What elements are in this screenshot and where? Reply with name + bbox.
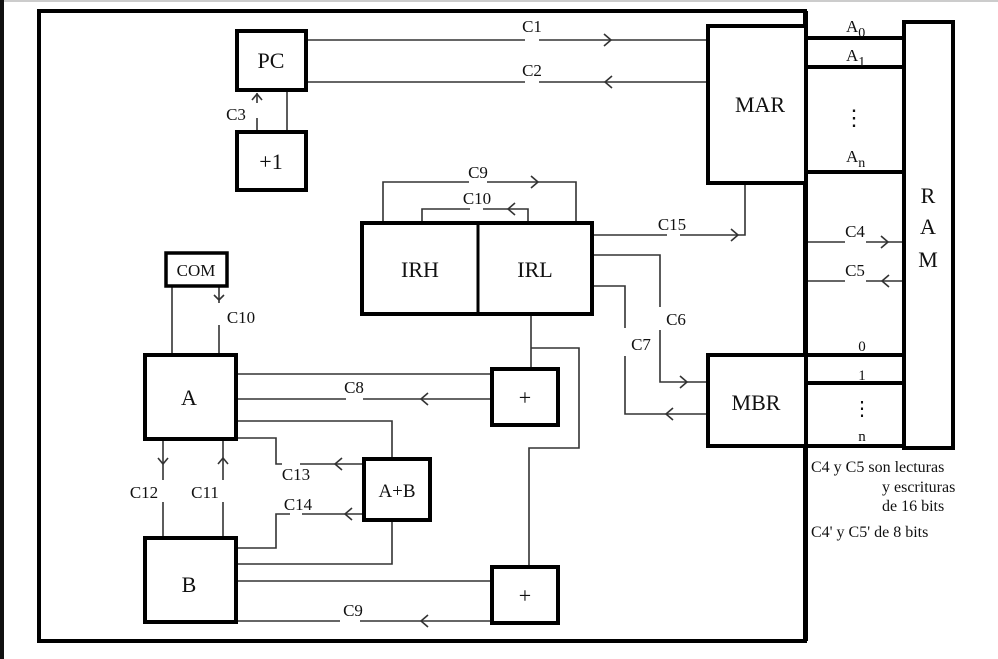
signal-labels: C1 C2 C3 C9 C10 C15 C6 C7 C8 C10 C12 C11… <box>130 17 866 620</box>
note-line-3: de 16 bits <box>882 498 944 515</box>
arrow-c5-icon <box>880 274 890 288</box>
signal-c6: C6 <box>666 310 686 329</box>
alu: A+B <box>362 457 432 522</box>
signal-c4: C4 <box>845 222 865 241</box>
signal-c12: C12 <box>130 483 158 502</box>
wire-irl-adder-bottom <box>528 347 580 567</box>
arrow-c13-icon <box>333 457 343 471</box>
ram: R A M <box>902 20 955 450</box>
signal-c11: C11 <box>191 483 219 502</box>
signal-c8: C8 <box>344 378 364 397</box>
pc-label: PC <box>258 48 285 73</box>
com-block: COM <box>164 251 229 288</box>
signal-c14: C14 <box>284 495 313 514</box>
wire-b-alu <box>237 520 393 565</box>
note-line-1: C4 y C5 son lecturas <box>811 459 944 476</box>
register-a-label: A <box>181 385 197 410</box>
arrow-c2-icon <box>603 75 613 89</box>
signal-c9-b: C9 <box>343 601 363 620</box>
wire-c10-ir-a <box>421 208 470 222</box>
arrow-c3-icon <box>251 92 263 101</box>
signal-c3: C3 <box>226 105 246 124</box>
wire-c6-a <box>592 254 661 307</box>
signal-c5: C5 <box>845 261 865 280</box>
arrow-c14-icon <box>343 507 353 521</box>
register-a: A <box>143 353 238 441</box>
note-line-2: y escrituras <box>882 479 955 496</box>
arrow-c8-icon <box>419 392 429 406</box>
com-label: COM <box>177 261 216 280</box>
adder-bottom-label: + <box>519 583 531 608</box>
ram-letter-r: R <box>921 183 936 208</box>
data-bit-n: n <box>858 429 866 445</box>
address-a1: A1 <box>846 46 865 70</box>
wires <box>157 33 902 628</box>
wire-c9-ir-a <box>382 181 469 222</box>
mbr-register: MBR <box>706 353 808 448</box>
arrow-c1-icon <box>603 33 613 47</box>
wire-c14-a <box>237 513 290 549</box>
signal-c1: C1 <box>522 17 542 36</box>
address-bus-labels: A0 A1 ⋮ An <box>843 17 865 171</box>
wire-c15-b <box>680 185 746 236</box>
arrow-c6-icon <box>679 375 689 389</box>
data-dots: ⋮ <box>852 398 872 420</box>
register-b-label: B <box>182 572 197 597</box>
note-line-4: C4' y C5' de 8 bits <box>811 524 928 541</box>
alu-label: A+B <box>378 481 415 502</box>
arrow-c15-icon <box>730 228 740 242</box>
signal-c7: C7 <box>631 335 651 354</box>
signal-c9-ir: C9 <box>468 163 488 182</box>
address-a0: A0 <box>846 17 865 41</box>
signal-c2: C2 <box>522 61 542 80</box>
adder-bottom: + <box>490 565 560 625</box>
signal-c10-ir: C10 <box>463 189 491 208</box>
irh-label: IRH <box>401 257 439 282</box>
signal-c15: C15 <box>658 215 686 234</box>
mbr-label: MBR <box>732 390 781 415</box>
ram-letter-a: A <box>920 214 936 239</box>
notes: C4 y C5 son lecturas y escrituras de 16 … <box>811 459 955 541</box>
address-dots: ⋮ <box>843 105 865 130</box>
instruction-register: IRH IRL <box>360 221 594 316</box>
adder-top-label: + <box>519 385 531 410</box>
wire-a-alu <box>237 420 393 459</box>
signal-c13: C13 <box>282 465 310 484</box>
incrementer-label: +1 <box>259 149 282 174</box>
window-edge <box>0 0 4 659</box>
arrow-c12-icon <box>157 457 169 466</box>
incrementer: +1 <box>235 130 308 192</box>
wire-c9-ir-b <box>487 181 577 222</box>
wire-c13-a <box>237 437 282 465</box>
signal-c10-com: C10 <box>227 308 255 327</box>
register-b: B <box>143 536 238 624</box>
wire-c6-b <box>659 330 708 383</box>
arrow-c10-ir-icon <box>506 202 516 216</box>
mar-register: MAR <box>706 24 808 185</box>
arrow-c9-ir-icon <box>530 175 540 189</box>
data-bus-labels: 0 1 ⋮ n <box>852 339 872 445</box>
adder-top: + <box>490 367 560 427</box>
pc-register: PC <box>235 29 308 92</box>
arrow-c7-icon <box>664 407 674 421</box>
data-bit-0: 0 <box>858 339 866 355</box>
ram-letter-m: M <box>918 247 938 272</box>
mar-label: MAR <box>735 92 785 117</box>
arrow-c9-b-icon <box>419 614 429 628</box>
wire-c10-ir-b <box>483 208 529 222</box>
data-bit-1: 1 <box>858 368 866 384</box>
arrow-c11-icon <box>217 456 229 465</box>
arrow-c4-icon <box>880 235 890 249</box>
arrow-c10-com-icon <box>213 294 225 302</box>
wire-c7-b <box>624 356 708 415</box>
irl-label: IRL <box>517 257 552 282</box>
address-an: An <box>846 147 865 171</box>
wire-c7-a <box>592 285 626 328</box>
